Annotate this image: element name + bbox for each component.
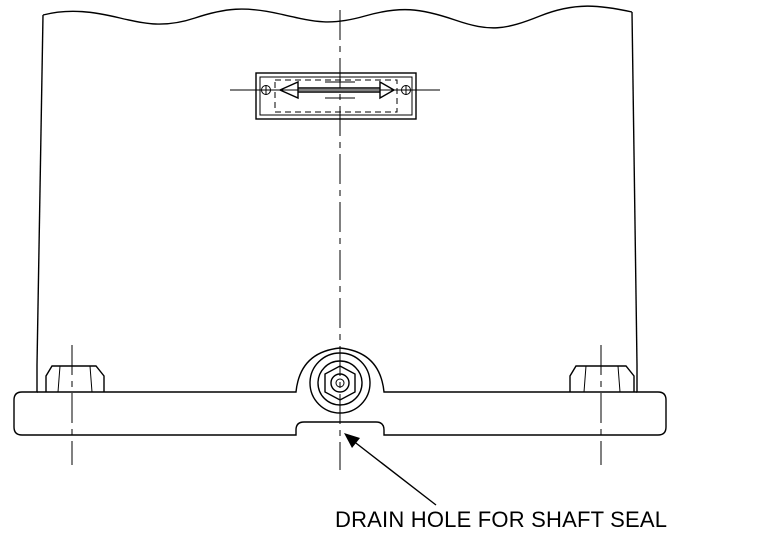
- drain-plug: [309, 352, 371, 414]
- housing-left-wall: [36, 14, 44, 366]
- right-bolt: [569, 345, 635, 465]
- base-top-edge: [37, 347, 637, 393]
- base-foot: [13, 365, 667, 436]
- drain-hole-leader-arrow: [344, 433, 437, 506]
- drain-hole-label: DRAIN HOLE FOR SHAFT SEAL: [335, 507, 668, 532]
- left-bolt: [45, 345, 105, 465]
- housing-right-wall: [631, 11, 638, 366]
- rotation-arrow-plate: [230, 72, 440, 120]
- housing-break-line: [42, 5, 633, 29]
